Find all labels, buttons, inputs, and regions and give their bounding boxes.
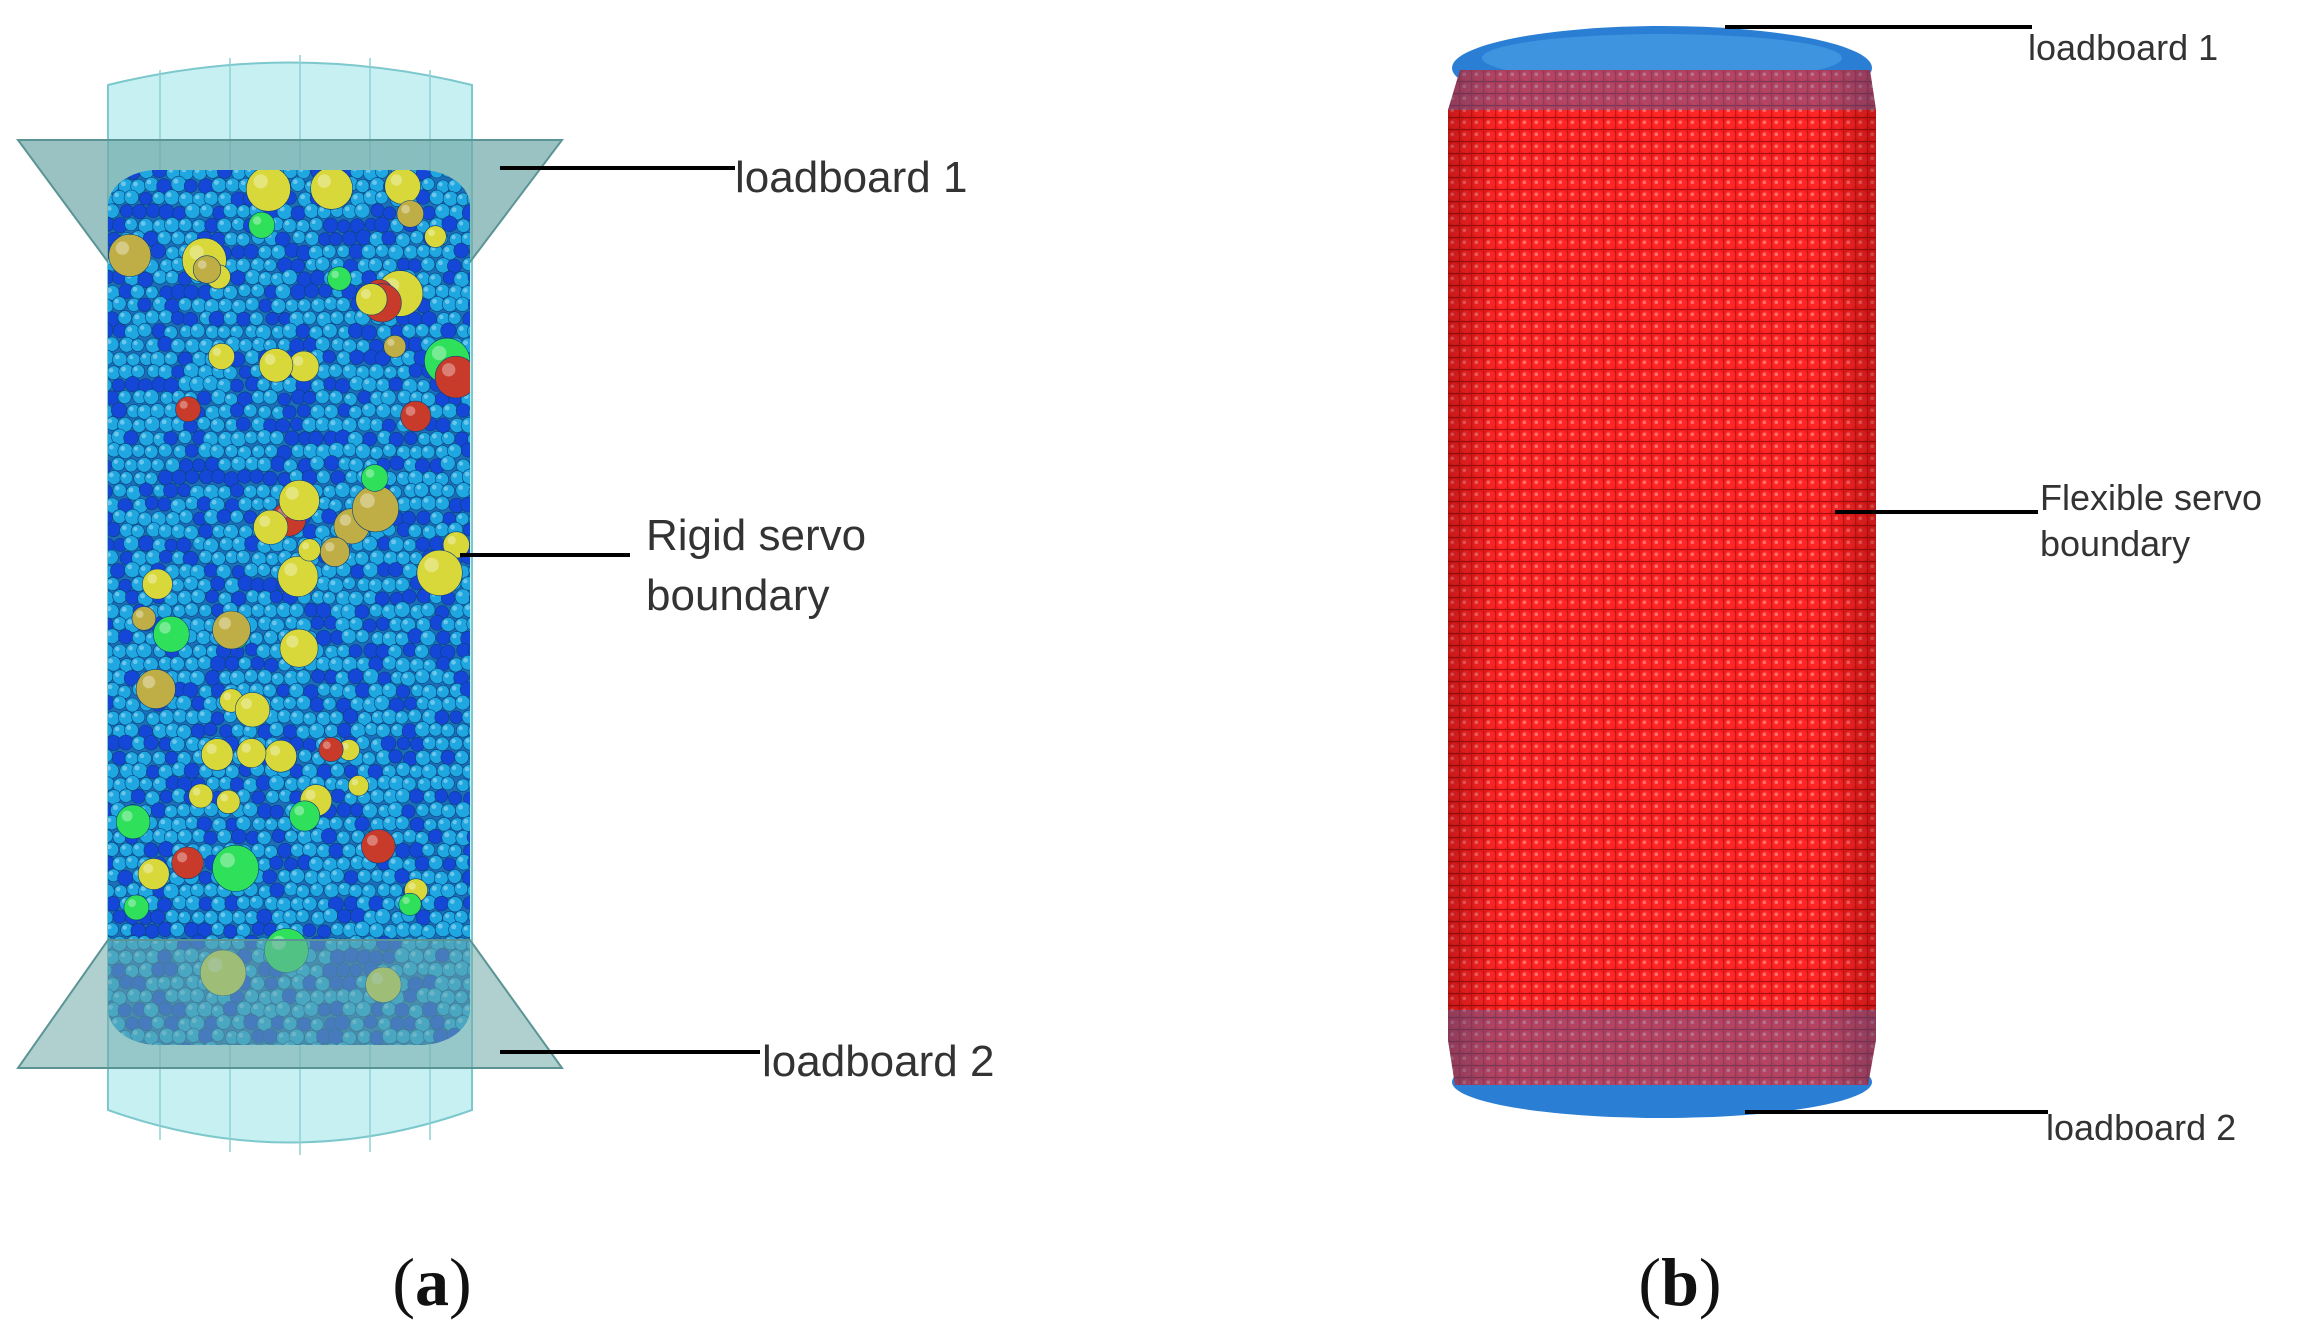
label-flexible-servo-line-2: boundary: [2040, 523, 2190, 564]
label-loadboard-2-b: loadboard 2: [2046, 1107, 2236, 1148]
label-loadboard-1-a: loadboard 1: [735, 153, 967, 202]
label-loadboard-1-b: loadboard 1: [2028, 27, 2218, 68]
loadboard-2-plate: [16, 939, 564, 1069]
label-flexible-servo-line-1: Flexible servo: [2040, 477, 2262, 518]
caption-b: (b): [1638, 1244, 1721, 1320]
label-loadboard-2-a: loadboard 2: [762, 1037, 994, 1086]
label-rigid-servo-line-1: Rigid servo: [646, 511, 866, 560]
membrane-top-overlap: [1448, 70, 1876, 110]
label-rigid-servo-line-2: boundary: [646, 571, 829, 620]
particle-assembly: [108, 170, 470, 1045]
membrane-bottom-overlap: [1448, 1010, 1876, 1085]
panel-a-rigid-boundary: loadboard 1 Rigid servo boundary loadboa…: [16, 55, 994, 1320]
flexible-membrane: [1448, 70, 1876, 1085]
panel-b-flexible-boundary: loadboard 1 Flexible servo boundary load…: [1448, 25, 2262, 1320]
caption-a: (a): [392, 1244, 471, 1320]
